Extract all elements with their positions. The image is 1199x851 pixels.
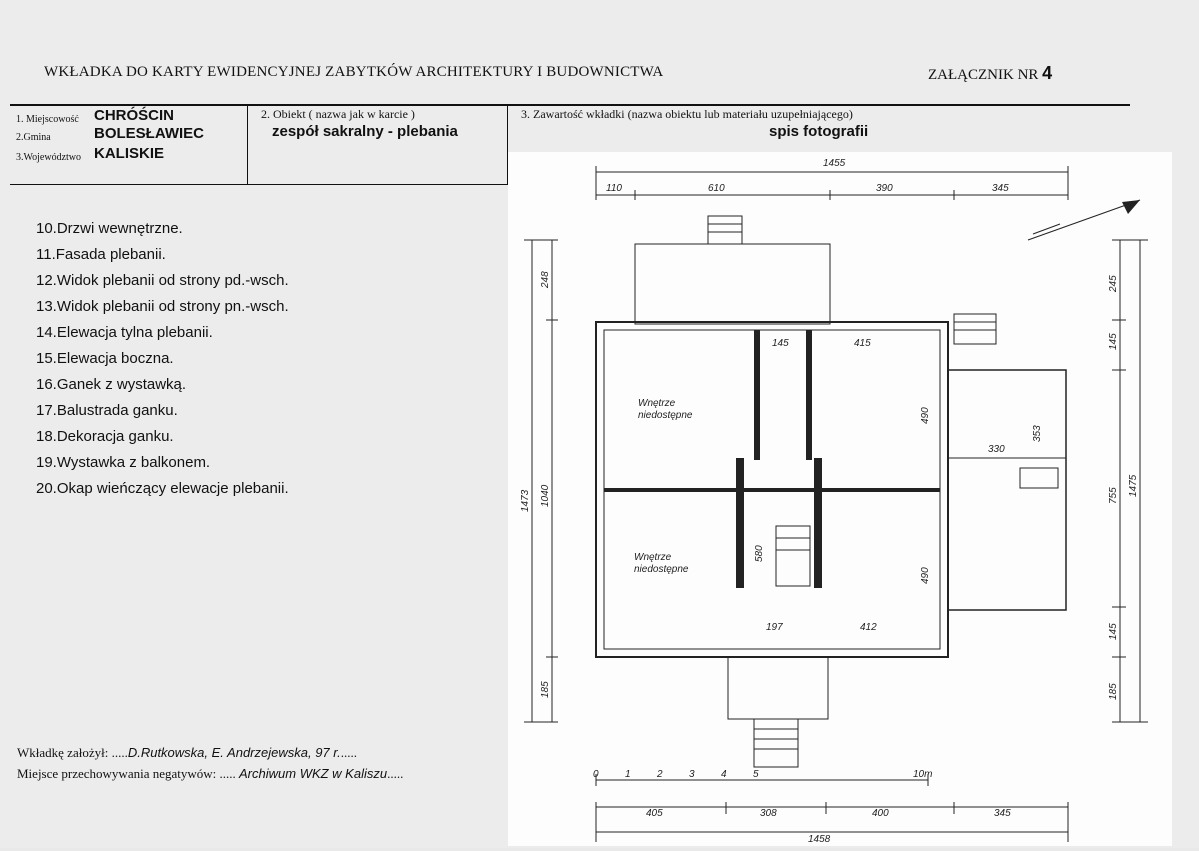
dim-right: 145 <box>1108 333 1119 350</box>
scale-label: 4 <box>721 769 727 780</box>
locality-value: CHRÓŚCIN <box>94 107 175 124</box>
list-item: 11.Fasada plebanii. <box>36 246 166 263</box>
storage-label: Miejsce przechowywania negatywów: ..... <box>17 766 240 781</box>
porch-steps <box>707 215 743 245</box>
dim-top: 110 <box>606 183 622 194</box>
room-label: niedostępne <box>634 564 689 575</box>
dim-left-inner: 1040 <box>540 484 551 507</box>
photo-list: 10.Drzwi wewnętrzne. 11.Fasada plebanii.… <box>36 216 289 502</box>
dim-bottom-total: 1458 <box>808 834 831 845</box>
bottom-porch <box>727 656 829 720</box>
dim-right-total: 1475 <box>1128 474 1139 497</box>
storage-tail: ..... <box>387 766 404 781</box>
locality-label: 1. Miejscowość <box>16 114 79 125</box>
list-item: 15.Elewacja boczna. <box>36 350 174 367</box>
location-box: 1. Miejscowość CHRÓŚCIN 2.Gmina BOLESŁAW… <box>10 104 248 185</box>
dim-top: 610 <box>708 183 725 194</box>
scale-label: 0 <box>593 769 599 780</box>
voivodeship-label: 3.Województwo <box>16 152 82 163</box>
dim-left-total: 1473 <box>520 489 531 512</box>
scale-label: 5 <box>753 769 759 780</box>
list-item: 17.Balustrada ganku. <box>36 402 178 419</box>
voivodeship-value: KALISKIE <box>94 145 165 162</box>
document-title: WKŁADKA DO KARTY EWIDENCYJNEJ ZABYTKÓW A… <box>44 64 664 80</box>
dim-inner: 145 <box>772 338 789 349</box>
dim-inner: 580 <box>754 545 765 562</box>
commune-value: BOLESŁAWIEC <box>94 125 205 142</box>
storage-value: Archiwum WKZ w Kaliszu <box>239 766 388 781</box>
list-item: 10.Drzwi wewnętrzne. <box>36 220 183 237</box>
list-item: 18.Dekoracja ganku. <box>36 428 174 445</box>
list-item: 19.Wystawka z balkonem. <box>36 454 211 471</box>
dim-inner: 490 <box>920 567 931 584</box>
side-steps <box>953 313 997 345</box>
thick-wall <box>814 458 822 588</box>
list-item: 16.Ganek z wystawką. <box>36 376 187 393</box>
dim-bottom: 405 <box>646 808 663 819</box>
dim-inner: 353 <box>1032 425 1043 442</box>
north-arrow-head-icon <box>1122 200 1140 214</box>
commune-label: 2.Gmina <box>16 132 51 143</box>
dim-inner: 412 <box>860 622 877 633</box>
interior-wall <box>806 330 812 460</box>
dim-bottom: 308 <box>760 808 777 819</box>
north-arrow-icon <box>1027 199 1141 241</box>
corridor-stair <box>775 525 811 587</box>
dim-bottom: 345 <box>994 808 1011 819</box>
object-value: zespół sakralny - plebania <box>272 123 458 140</box>
interior-wall <box>754 330 760 460</box>
bottom-steps <box>753 718 799 768</box>
founded-label: Wkładkę założył: ..... <box>17 745 128 760</box>
annex-number-value: 4 <box>1042 63 1053 83</box>
floor-plan-svg: 1455 110 610 390 345 1473 1040 248 185 1… <box>520 158 1148 845</box>
dim-top: 345 <box>992 183 1009 194</box>
dim-right: 755 <box>1108 487 1119 504</box>
scale-label: 1 <box>625 769 631 780</box>
dim-total-top: 1455 <box>823 158 846 169</box>
room-label: Wnętrze <box>634 552 672 563</box>
object-box: 2. Obiekt ( nazwa jak w karcie ) zespół … <box>247 104 508 185</box>
founded-line: Wkładkę założył: .....D.Rutkowska, E. An… <box>17 745 357 761</box>
annex-number: ZAŁĄCZNIK NR 4 <box>928 63 1052 84</box>
founded-by: D.Rutkowska, E. Andrzejewska, 97 r. <box>127 745 341 760</box>
scale-label: 3 <box>689 769 695 780</box>
dim-inner: 415 <box>854 338 871 349</box>
list-item: 20.Okap wieńczący elewacje plebanii. <box>36 480 289 497</box>
room-label: niedostępne <box>638 410 693 421</box>
list-item: 12.Widok plebanii od strony pd.-wsch. <box>36 272 289 289</box>
scale-label: 10m <box>913 769 932 780</box>
right-wing <box>947 369 1067 611</box>
top-porch <box>634 243 831 325</box>
scale-label: 2 <box>656 769 663 780</box>
stair <box>1019 467 1059 489</box>
dim-inner: 330 <box>988 444 1005 455</box>
contents-value: spis fotografii <box>769 123 869 140</box>
dim-inner: 490 <box>920 407 931 424</box>
header-rule <box>10 104 1130 106</box>
dim-left: 185 <box>540 681 551 698</box>
dim-right: 145 <box>1108 623 1119 640</box>
storage-line: Miejsce przechowywania negatywów: ..... … <box>17 766 403 782</box>
contents-label: 3. Zawartość wkładki (nazwa obiektu lub … <box>521 107 853 121</box>
floor-plan: 1455 110 610 390 345 1473 1040 248 185 1… <box>508 152 1172 846</box>
founded-tail: ..... <box>340 745 357 760</box>
list-item: 13.Widok plebanii od strony pn.-wsch. <box>36 298 289 315</box>
contents-box: 3. Zawartość wkładki (nazwa obiektu lub … <box>507 104 1130 184</box>
dim-top: 390 <box>876 183 893 194</box>
annex-label: ZAŁĄCZNIK NR <box>928 67 1039 83</box>
thick-wall <box>736 458 744 588</box>
north-arrow-icon <box>1032 223 1061 235</box>
dim-inner: 197 <box>766 622 783 633</box>
dim-left: 248 <box>540 271 551 289</box>
dim-bottom: 400 <box>872 808 889 819</box>
dim-right: 245 <box>1108 275 1119 293</box>
object-label: 2. Obiekt ( nazwa jak w karcie ) <box>261 107 415 121</box>
dim-right: 185 <box>1108 683 1119 700</box>
room-label: Wnętrze <box>638 398 676 409</box>
thick-wall <box>604 488 940 492</box>
list-item: 14.Elewacja tylna plebanii. <box>36 324 213 341</box>
